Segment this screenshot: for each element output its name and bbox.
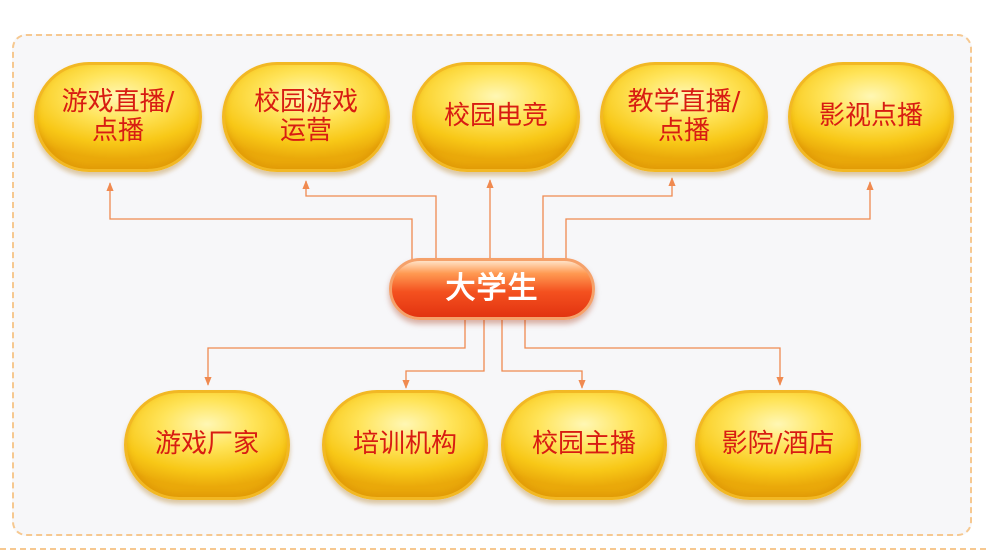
bottom-dashed-divider (0, 548, 986, 550)
bottom-node-game-vendors: 游戏厂家 (124, 390, 290, 500)
connector-to-bottom-node-3 (501, 318, 586, 389)
connector-to-top-node-2 (302, 180, 437, 262)
bottom-node-cinema-hotel: 影院/酒店 (695, 390, 861, 500)
connector-to-bottom-node-2 (402, 318, 485, 389)
center-node-university-students: 大学生 (389, 258, 595, 320)
top-node-teaching-streaming: 教学直播/ 点播 (600, 62, 768, 172)
connector-to-bottom-node-1 (204, 318, 466, 386)
top-node-video-on-demand: 影视点播 (788, 62, 954, 172)
bottom-node-training-institutions: 培训机构 (322, 390, 488, 500)
top-node-campus-game-operation: 校园游戏 运营 (222, 62, 390, 172)
top-node-campus-esports: 校园电竞 (412, 62, 580, 172)
bottom-node-campus-streamers: 校园主播 (501, 390, 667, 500)
connector-to-top-node-4 (542, 177, 676, 262)
connector-to-bottom-node-4 (524, 318, 784, 386)
connector-to-top-node-1 (106, 182, 413, 262)
top-node-game-streaming: 游戏直播/ 点播 (34, 62, 202, 172)
connector-to-top-node-5 (565, 181, 874, 262)
